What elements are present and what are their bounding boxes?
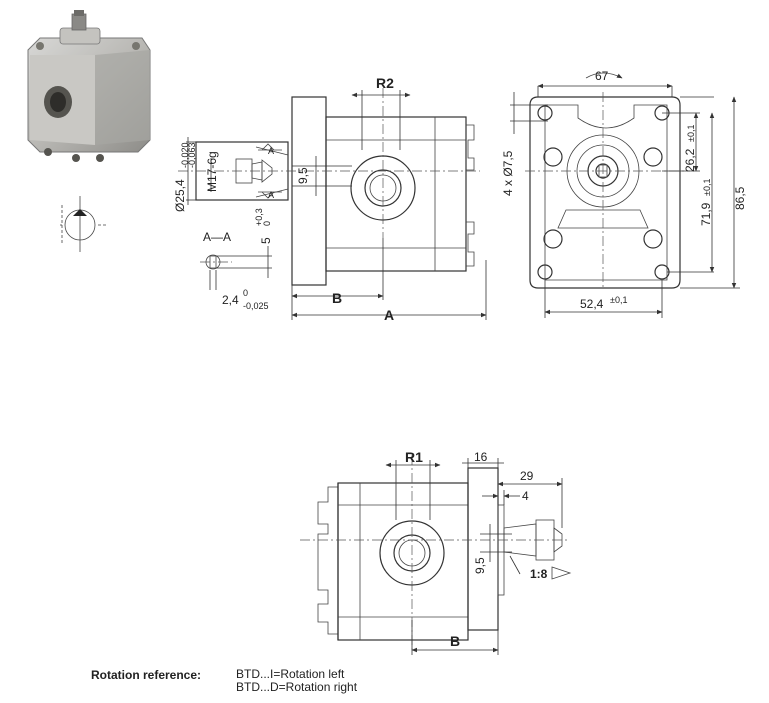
key-height: 2,4 — [222, 293, 239, 307]
r2-label: R2 — [376, 75, 394, 91]
key-width: 5 — [259, 237, 273, 244]
diam-25-4-tol-upper: -0,020 — [180, 142, 190, 168]
r1-label: R1 — [405, 449, 423, 465]
b-label-bottom: B — [450, 633, 460, 649]
dim-29: 29 — [520, 469, 534, 483]
key-width-tol-upper: +0,3 — [254, 208, 264, 226]
rotation-right-text: BTD...D=Rotation right — [236, 680, 358, 694]
pump-photo — [27, 10, 151, 162]
dim-71-9-tol: ±0,1 — [702, 179, 712, 196]
diam-25-4: Ø25,4 — [173, 179, 187, 212]
height-86-5: 86,5 — [733, 186, 747, 210]
b-label-side: B — [332, 290, 342, 306]
dim-9-5-side: 9,5 — [296, 167, 310, 184]
width-67: 67 — [595, 69, 609, 83]
section-mark-bottom: A — [268, 190, 274, 200]
key-height-tol-lower: -0,025 — [243, 301, 269, 311]
key-height-tol-upper: 0 — [243, 288, 248, 298]
side-view: R2 9,5 Ø25,4 -0,020 -0,063 M17-6g A A A—… — [173, 75, 487, 323]
dim-9-5-bottom: 9,5 — [473, 557, 487, 574]
a-label: A — [384, 307, 394, 323]
dim-52-4-tol: ±0,1 — [610, 295, 627, 305]
dim-26-2-tol: ±0,1 — [686, 125, 696, 142]
dim-4: 4 — [522, 489, 529, 503]
bottom-view: R1 16 29 4 9,5 1:8 B — [300, 449, 572, 655]
rotation-reference-title: Rotation reference: — [91, 668, 202, 682]
key-width-tol-lower: 0 — [262, 221, 272, 226]
rotation-left-text: BTD...I=Rotation left — [236, 667, 345, 681]
section-mark-top: A — [268, 146, 274, 156]
dim-52-4: 52,4 — [580, 297, 604, 311]
taper-label: 1:8 — [530, 567, 548, 581]
diam-25-4-tol-lower: -0,063 — [187, 142, 197, 168]
dim-26-2: 26,2 — [683, 148, 697, 172]
pump-hydraulic-symbol — [60, 196, 108, 252]
dim-16: 16 — [474, 450, 488, 464]
thread-label: M17-6g — [205, 151, 219, 192]
dim-71-9: 71,9 — [699, 202, 713, 226]
holes-label: 4 x Ø7,5 — [501, 150, 515, 196]
front-view: 67 4 x Ø7,5 26,2 ±0,1 71,9 ±0,1 86,5 52,… — [501, 69, 747, 318]
section-label: A—A — [203, 230, 231, 244]
